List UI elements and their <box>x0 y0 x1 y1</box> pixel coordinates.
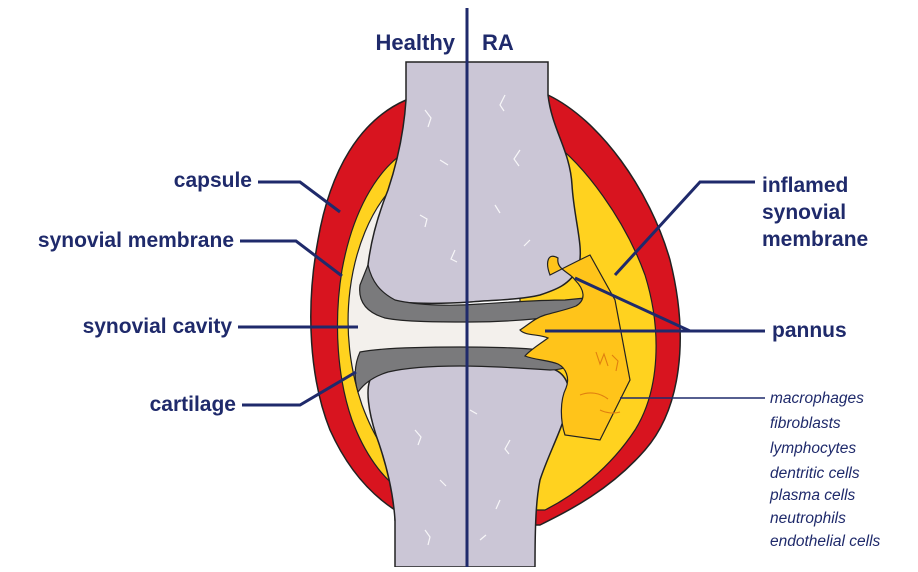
header-healthy: Healthy <box>376 30 456 55</box>
cell-type-item: neutrophils <box>770 510 846 527</box>
label-inflamed-2: synovial <box>762 201 846 224</box>
label-inflamed-1: inflamed <box>762 174 848 197</box>
cell-type-item: dentritic cells <box>770 465 860 482</box>
cell-type-item: macrophages <box>770 390 864 407</box>
header-ra: RA <box>482 30 514 55</box>
label-inflamed-3: membrane <box>762 228 868 251</box>
label-synovial-cavity: synovial cavity <box>83 315 233 338</box>
bone-lower <box>368 364 569 567</box>
cell-type-item: endothelial cells <box>770 533 881 550</box>
cell-type-item: lymphocytes <box>770 440 856 457</box>
label-capsule: capsule <box>174 169 252 192</box>
label-synovial-membrane: synovial membrane <box>38 229 234 252</box>
cell-type-item: plasma cells <box>769 487 856 504</box>
label-pannus: pannus <box>772 319 847 342</box>
cell-type-item: fibroblasts <box>770 415 841 432</box>
label-cartilage: cartilage <box>150 393 236 416</box>
